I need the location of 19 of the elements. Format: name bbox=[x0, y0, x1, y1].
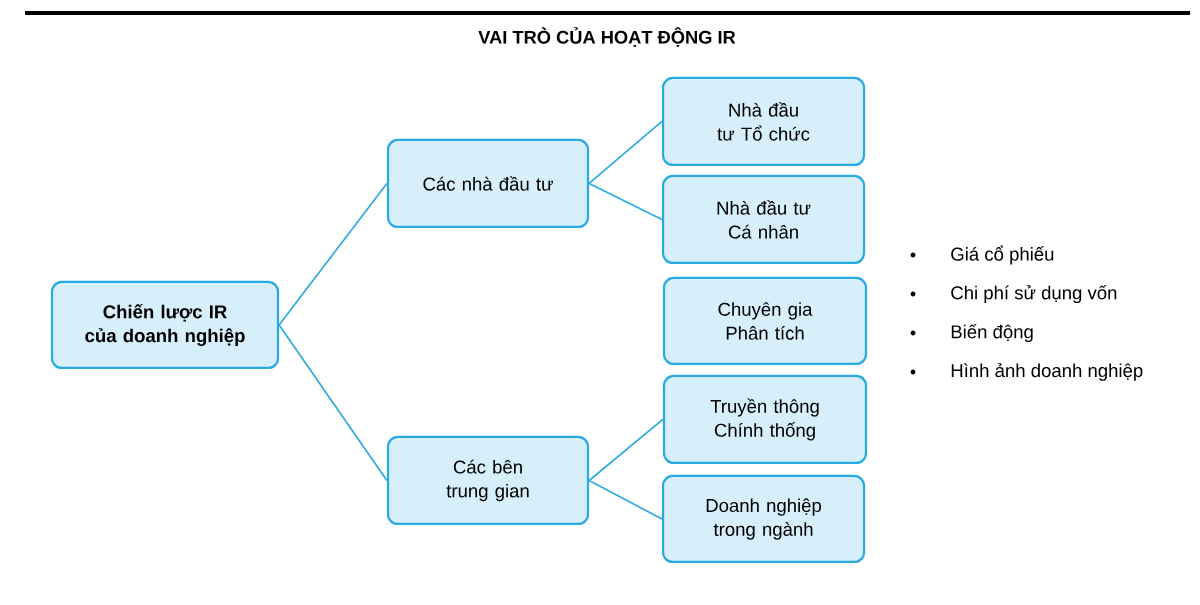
process-box: Doanh nghiệp trong ngành bbox=[661, 474, 866, 564]
connector-line bbox=[588, 182, 663, 221]
process-box: Truyền thông Chính thống bbox=[662, 374, 868, 465]
title: VAI TRÒ CỦA HOẠT ĐỘNG IR bbox=[478, 27, 736, 47]
list-item: Giá cổ phiếu bbox=[951, 245, 1054, 265]
list-item: Chi phí sử dụng vốn bbox=[951, 284, 1117, 304]
process-box: Nhà đầu tư Tổ chức bbox=[661, 76, 866, 167]
connector-line bbox=[588, 479, 663, 520]
process-box: Chuyên gia Phân tích bbox=[662, 276, 868, 366]
connector-line bbox=[278, 324, 388, 482]
connector-line bbox=[588, 418, 664, 482]
process-box: Chiến lược IR của doanh nghiệp bbox=[50, 280, 280, 370]
connector-line bbox=[278, 182, 388, 326]
process-box: Nhà đầu tư Cá nhân bbox=[661, 174, 866, 265]
list-item: Biến động bbox=[951, 323, 1033, 343]
process-box: Các nhà đầu tư bbox=[386, 138, 590, 229]
list-item: Hình ảnh doanh nghiệp bbox=[951, 363, 1143, 381]
process-box: Các bên trung gian bbox=[386, 435, 590, 526]
connector-line bbox=[588, 120, 663, 185]
